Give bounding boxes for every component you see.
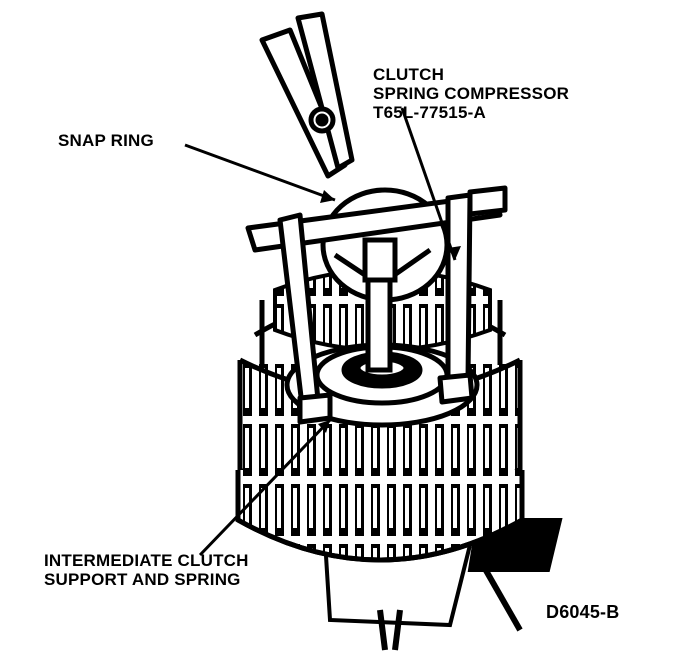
snap-ring-pliers [259,11,355,179]
compressor-label-line-1: CLUTCH [373,65,445,84]
leader-lines [184,107,457,557]
compressor-label: CLUTCH SPRING COMPRESSOR T65L-77515-A [373,65,569,122]
intermediate-label-line-2: SUPPORT AND SPRING [44,570,241,589]
compressor-label-line-2: SPRING COMPRESSOR [373,84,570,103]
snap-ring-label: SNAP RING [58,131,154,150]
compressor-arrowhead [448,246,461,260]
figure-id: D6045-B [546,602,620,622]
intermediate-label-line-1: INTERMEDIATE CLUTCH [44,551,249,570]
snap-ring-arrowhead [320,190,335,203]
intermediate-label: INTERMEDIATE CLUTCH SUPPORT AND SPRING [44,551,249,589]
compressor-legs [277,192,475,425]
compressor-label-line-3: T65L-77515-A [373,103,486,122]
intermediate-arrowhead [318,420,330,433]
